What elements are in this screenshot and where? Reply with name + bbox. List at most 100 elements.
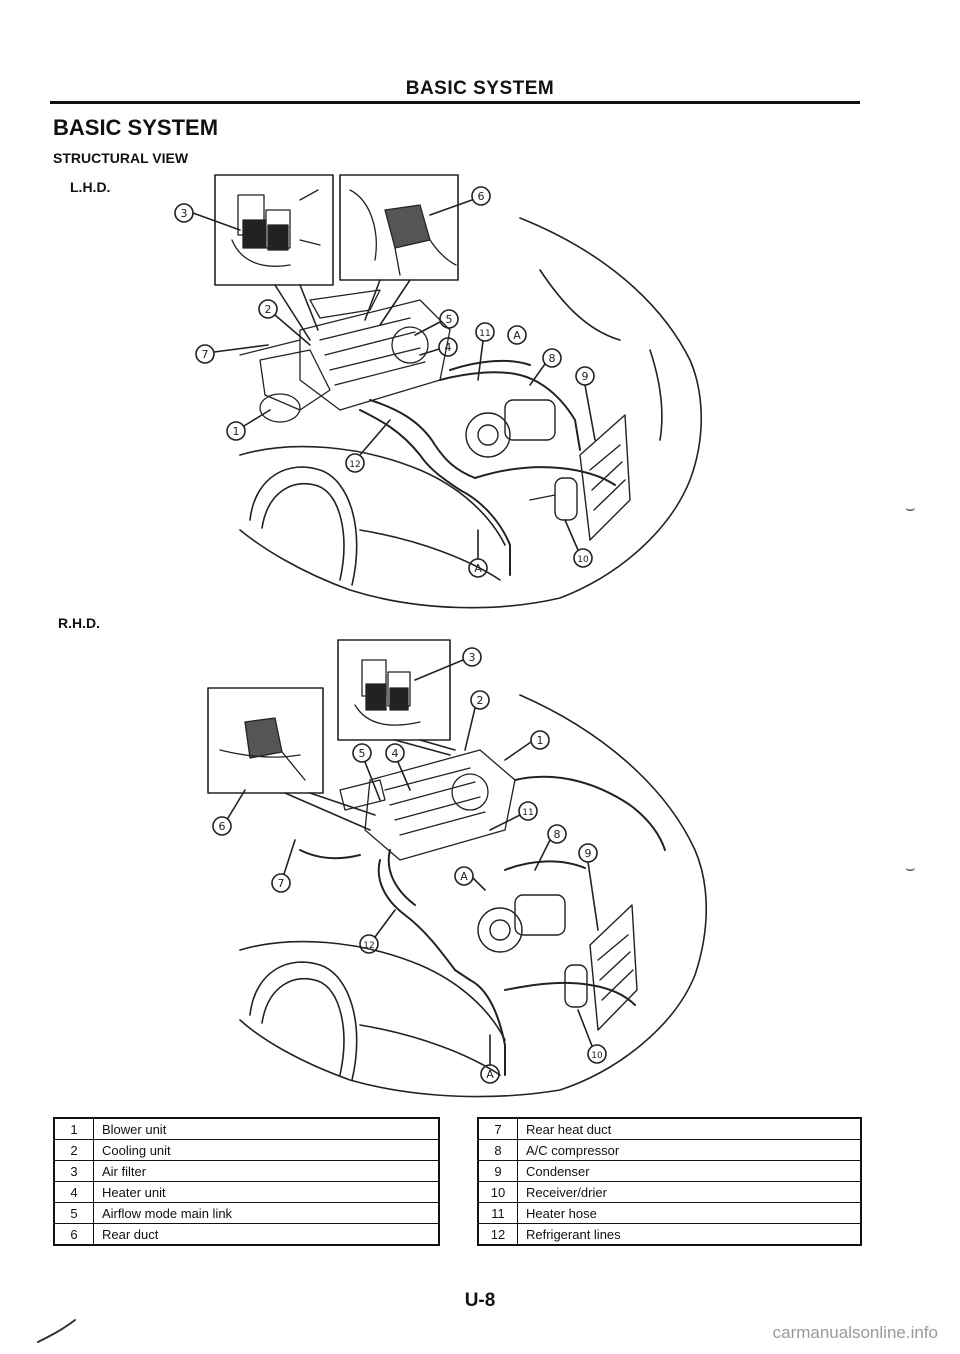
legend-num: 3 — [54, 1160, 94, 1182]
legend-desc: Condenser — [517, 1160, 861, 1182]
lhd-callout-12-label: 12 — [349, 460, 360, 470]
watermark: carmanualsonline.info — [772, 1323, 938, 1342]
lhd-callout-10-label: 10 — [577, 555, 589, 565]
rhd-inset-air-filter — [337, 639, 451, 741]
lhd-inset-rear-duct — [339, 174, 459, 281]
lhd-illustration — [174, 174, 703, 609]
header-rule — [50, 101, 860, 104]
rhd-callout-1-label: 1 — [537, 734, 544, 747]
rhd-callout-11 — [489, 801, 538, 831]
page-number: U-8 — [464, 1290, 496, 1311]
rhd-callout-2-label: 2 — [477, 694, 484, 707]
lhd-condenser — [579, 414, 631, 541]
lhd-callout-4 — [419, 337, 458, 357]
lhd-hood-outline — [239, 217, 703, 609]
rhd-view-label: R.H.D. — [58, 615, 100, 631]
rhd-callout-1 — [504, 730, 550, 761]
legend-num: 10 — [478, 1181, 518, 1203]
rhd-filter-element — [354, 659, 421, 726]
lhd-callout-a-label: A — [513, 329, 521, 342]
legend-num: 5 — [54, 1202, 94, 1224]
lhd-inset-air-filter — [214, 174, 334, 286]
lhd-piping — [359, 359, 616, 576]
legend-desc: Air filter — [93, 1160, 439, 1182]
lhd-rear-duct-detail — [349, 189, 457, 276]
rhd-callout-7 — [271, 839, 296, 893]
rhd-callout-10 — [577, 1009, 607, 1064]
rhd-bumper-line — [359, 1024, 501, 1076]
lhd-callout-11 — [475, 322, 495, 381]
section-subtitle: STRUCTURAL VIEW — [53, 150, 189, 166]
lhd-callout-11-label: 11 — [479, 329, 490, 339]
section-title: BASIC SYSTEM — [53, 115, 219, 140]
scan-mark — [37, 1319, 76, 1343]
lhd-callout-9 — [575, 366, 596, 441]
lhd-compressor — [465, 399, 556, 458]
lhd-callout-2-label: 2 — [265, 303, 272, 316]
lhd-callout-A — [507, 325, 527, 345]
rhd-wheel-arch — [249, 961, 358, 1081]
rhd-compressor — [477, 894, 566, 953]
lhd-wheel-arch — [249, 466, 358, 586]
lhd-hvac-unit — [239, 289, 451, 423]
rhd-callout-3 — [414, 647, 482, 681]
lhd-callout-3 — [174, 203, 241, 231]
lhd-callout-a2-label: A — [474, 562, 482, 575]
rhd-inset-pointer — [394, 739, 456, 756]
rhd-hood-outline — [239, 694, 708, 1098]
rhd-piping — [299, 775, 666, 1076]
lhd-receiver-drier — [529, 477, 578, 521]
lhd-view-label: L.H.D. — [70, 179, 111, 195]
rhd-callout-6 — [212, 789, 246, 836]
rhd-callout-a-label: A — [460, 870, 468, 883]
lhd-inset-pointer — [274, 284, 319, 341]
lhd-callout-9-label: 9 — [582, 370, 589, 383]
lhd-callouts — [174, 186, 596, 578]
lhd-callout-6-label: 6 — [478, 190, 485, 203]
legend-desc: Blower unit — [93, 1118, 439, 1140]
rhd-wheel-arch-inner — [261, 977, 345, 1076]
rhd-condenser — [589, 904, 638, 1031]
rhd-callout-5-label: 5 — [359, 747, 366, 760]
rhd-callout-A2 — [480, 1034, 500, 1084]
lhd-callout-12 — [345, 419, 391, 473]
lhd-fender-line — [239, 445, 506, 546]
lhd-callout-1-label: 1 — [233, 425, 240, 438]
legend-desc: Rear duct — [102, 1226, 159, 1242]
rhd-inset-pointer-2 — [284, 792, 376, 831]
rhd-fender-line — [239, 940, 506, 1041]
rhd-callouts — [212, 647, 607, 1084]
rhd-rear-duct-detail — [219, 717, 306, 781]
lhd-hood-crease — [539, 269, 663, 441]
legend-num: 8 — [478, 1139, 518, 1161]
rhd-callout-10-label: 10 — [591, 1051, 603, 1061]
rhd-callout-6-label: 6 — [219, 820, 226, 833]
rhd-callout-A — [454, 866, 486, 891]
rhd-callout-8-label: 8 — [554, 828, 561, 841]
rhd-callout-11-label: 11 — [522, 808, 533, 818]
rhd-callout-7-label: 7 — [278, 877, 285, 890]
legend-desc: Cooling unit — [93, 1139, 439, 1161]
legend-desc: Rear heat duct — [517, 1118, 861, 1140]
rhd-callout-a2-label: A — [486, 1068, 494, 1081]
lhd-wheel-arch-inner — [261, 482, 345, 581]
page-header-title: BASIC SYSTEM — [405, 78, 555, 99]
lhd-callout-2 — [258, 299, 311, 346]
legend-desc: Airflow mode main link — [93, 1202, 439, 1224]
lhd-inset-pointer-2 — [364, 279, 411, 326]
legend-num: 9 — [478, 1160, 518, 1182]
legend-desc: Receiver/drier — [517, 1181, 861, 1203]
